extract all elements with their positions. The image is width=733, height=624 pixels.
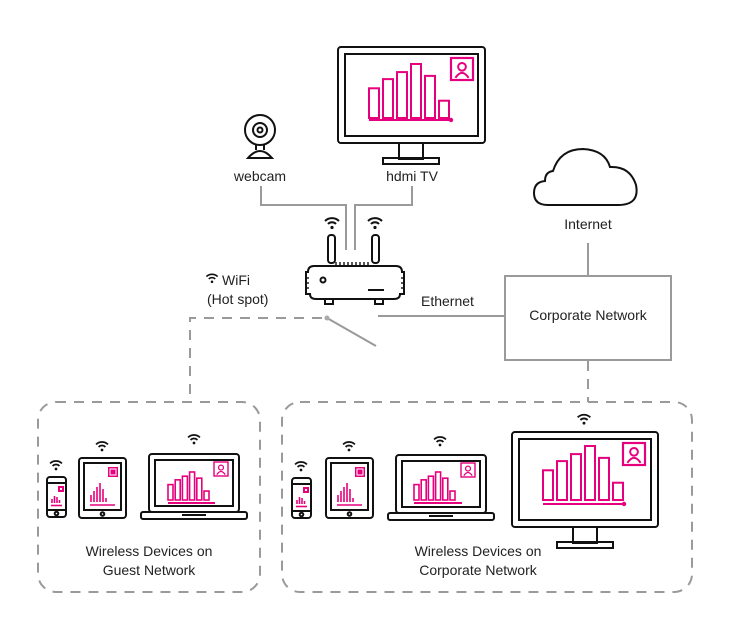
- wifi-icon: [205, 273, 219, 284]
- hdmi-tv-label: hdmi TV: [386, 168, 439, 184]
- wifi-icon: [342, 441, 356, 453]
- webcam: webcam: [233, 114, 286, 184]
- webcam-icon: [244, 114, 276, 159]
- screen-chart-bar: [612, 481, 624, 502]
- screen-chart-bar: [441, 477, 449, 501]
- laptop-icon: [140, 434, 248, 520]
- guest-group-label-line1: Wireless Devices on: [86, 543, 213, 559]
- internet-label: Internet: [564, 216, 612, 232]
- wifi-icon: [367, 217, 383, 231]
- screen-chart-bar: [598, 456, 610, 502]
- screen-chart-bar: [449, 490, 456, 501]
- screen-chart-bar: [570, 453, 582, 502]
- hdmi-tv: hdmi TV: [337, 46, 486, 184]
- wifi-hotspot-label: WiFi (Hot spot): [205, 272, 268, 307]
- corporate-network-label: Corporate Network: [529, 307, 647, 323]
- tv-router-link: [354, 186, 413, 250]
- corporate-network-group: Wireless Devices on Corporate Network: [281, 401, 693, 593]
- screen-chart-bar: [434, 471, 442, 501]
- smartphone-icon: [46, 460, 67, 518]
- hotspot-node: [324, 315, 330, 321]
- corporate-network-node: Corporate Network: [504, 275, 672, 361]
- wifi-icon: [187, 434, 201, 446]
- screen-chart-bar: [181, 475, 189, 501]
- webcam-router-link: [260, 186, 347, 250]
- screen-chart-bar: [382, 78, 394, 120]
- screen-chart-bar: [188, 471, 196, 501]
- wifi-icon: [433, 436, 447, 448]
- screen-chart-bar: [427, 475, 435, 501]
- screen-chart-bar: [542, 469, 554, 501]
- screen-chart-bar: [167, 483, 174, 501]
- screen-chart-bar: [584, 445, 596, 501]
- wifi-icon: [324, 217, 340, 231]
- tablet-icon: [325, 441, 374, 519]
- screen-chart-bar: [438, 99, 450, 120]
- webcam-label: webcam: [233, 168, 286, 184]
- smartphone-icon: [291, 461, 312, 519]
- wifi-router: [305, 217, 405, 305]
- monitor-icon: [337, 46, 486, 165]
- screen-chart-bar: [203, 490, 210, 501]
- screen-chart-bar: [410, 63, 422, 119]
- cloud-icon: [532, 147, 638, 206]
- guest-group-label-line2: Guest Network: [103, 562, 197, 578]
- tablet-icon: [78, 441, 127, 519]
- screen-chart-bar: [424, 74, 436, 119]
- monitor-icon: [511, 413, 659, 549]
- wifi-icon: [95, 441, 109, 453]
- wifi-icon: [49, 460, 63, 472]
- wifi-router-icon: [305, 217, 405, 305]
- internet: Internet: [532, 147, 638, 232]
- connection-lines: [189, 186, 589, 402]
- guest-network-group: Wireless Devices on Guest Network: [37, 401, 261, 593]
- screen-chart-bar: [368, 87, 380, 120]
- laptop-icon: [387, 436, 495, 521]
- corp-group-label-line2: Corporate Network: [419, 562, 537, 578]
- guest-wifi-link: [189, 317, 322, 402]
- hotspot-switch-line: [326, 317, 377, 347]
- wifi-icon: [294, 461, 308, 473]
- screen-chart-bar: [196, 477, 203, 501]
- wifi-icon: [576, 413, 592, 426]
- wifi-label: WiFi: [222, 272, 250, 288]
- ethernet-label: Ethernet: [421, 293, 474, 309]
- corp-group-label-line1: Wireless Devices on: [415, 543, 542, 559]
- screen-chart-bar: [556, 460, 568, 501]
- screen-chart-bar: [174, 479, 181, 501]
- screen-chart-bar: [413, 483, 420, 501]
- hotspot-label: (Hot spot): [207, 291, 268, 307]
- screen-chart-bar: [420, 479, 428, 501]
- screen-chart-bar: [396, 71, 408, 119]
